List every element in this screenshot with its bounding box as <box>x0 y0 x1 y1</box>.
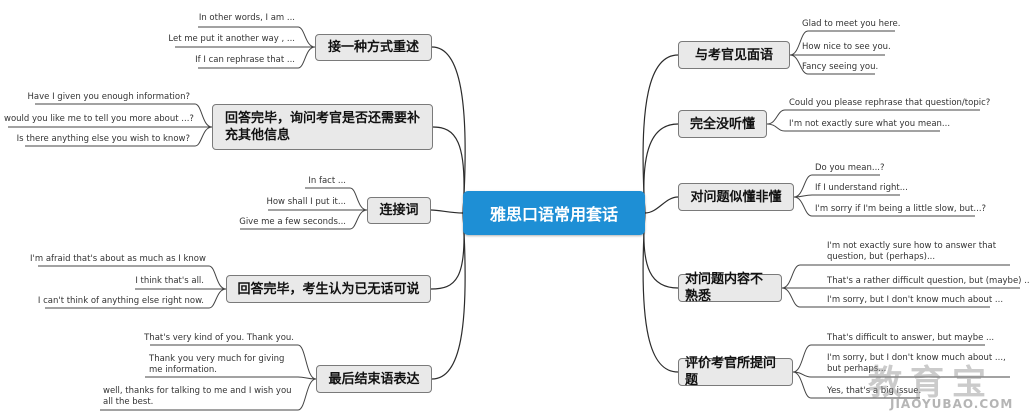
bracket-right-1 <box>789 30 895 75</box>
leaf-more-info-2: would you like me to tell you more about… <box>4 114 194 124</box>
leaf-closing-2: Thank you very much for giving me inform… <box>149 354 285 375</box>
topic-nothing-more-to-say[interactable]: 回答完毕，考生认为已无话可说 <box>226 275 431 303</box>
connector-left-1 <box>431 46 466 214</box>
connector-left-2 <box>432 126 465 214</box>
connector-right-3 <box>644 196 679 214</box>
leaf-unfamiliar-3: I'm sorry, but I don't know much about .… <box>827 295 1004 305</box>
connector-right-5 <box>642 212 679 373</box>
leaf-greeting-3: Fancy seeing you. <box>802 62 879 72</box>
topic-ask-examiner-more-info[interactable]: 回答完毕，询问考官是否还需要补充其他信息 <box>212 104 433 150</box>
leaf-connective-3: Give me a few seconds... <box>239 217 346 227</box>
connector-left-4 <box>430 212 465 290</box>
connector-right-2 <box>643 123 679 214</box>
connector-right-4 <box>643 212 679 289</box>
leaf-connective-2: How shall I put it... <box>266 197 346 207</box>
leaf-partly-3: I'm sorry if I'm being a little slow, bu… <box>815 204 987 214</box>
leaf-closing-1: That's very kind of you. Thank you. <box>144 333 294 343</box>
leaf-rephrase-2: Let me put it another way , ... <box>168 34 295 44</box>
connector-left-3 <box>430 209 464 214</box>
leaf-comment-3: Yes, that's a big issue. <box>827 386 922 396</box>
leaf-partly-2: If I understand right... <box>815 183 908 193</box>
topic-rephrase[interactable]: 接一种方式重述 <box>315 34 432 61</box>
topic-connectives[interactable]: 连接词 <box>367 197 431 224</box>
bracket-right-4 <box>781 264 1020 308</box>
bracket-left-5 <box>100 344 317 411</box>
leaf-unfamiliar-2: That's a rather difficult question, but … <box>827 276 1030 286</box>
leaf-more-info-3: Is there anything else you wish to know? <box>16 134 190 144</box>
topic-did-not-understand[interactable]: 完全没听懂 <box>678 110 767 138</box>
topic-greeting-examiner[interactable]: 与考官见面语 <box>678 41 790 69</box>
leaf-closing-3: well, thanks for talking to me and I wis… <box>103 386 292 407</box>
leaf-partly-1: Do you mean...? <box>815 163 885 173</box>
leaf-rephrase-3: If I can rephrase that ... <box>195 55 295 65</box>
central-topic[interactable]: 雅思口语常用套话 <box>463 191 645 235</box>
leaf-greeting-2: How nice to see you. <box>802 42 891 52</box>
bracket-left-1 <box>175 26 316 69</box>
leaf-greeting-1: Glad to meet you here. <box>802 19 901 29</box>
leaf-rephrase-1: In other words, I am ... <box>198 13 295 23</box>
leaf-nothing-more-2: I think that's all. <box>135 276 204 286</box>
bracket-right-5 <box>792 344 1010 399</box>
topic-closing-remarks[interactable]: 最后结束语表达 <box>316 365 432 393</box>
leaf-unfamiliar-1: I'm not exactly sure how to answer that … <box>827 241 997 262</box>
bracket-left-4 <box>38 265 227 309</box>
bracket-right-3 <box>793 174 975 217</box>
bracket-left-2 <box>8 103 213 147</box>
leaf-nothing-more-1: I'm afraid that's about as much as I kno… <box>30 254 206 264</box>
bracket-left-3 <box>240 187 368 230</box>
leaf-not-understood-2: I'm not exactly sure what you mean... <box>789 119 951 129</box>
leaf-not-understood-1: Could you please rephrase that question/… <box>789 98 991 108</box>
connector-right-1 <box>642 54 679 214</box>
topic-comment-on-question[interactable]: 评价考官所提问题 <box>678 356 793 388</box>
bracket-right-2 <box>766 109 980 132</box>
leaf-comment-2: I'm sorry, but I don't know much about .… <box>827 353 1006 374</box>
leaf-connective-1: In fact ... <box>308 176 346 186</box>
leaf-more-info-1: Have I given you enough information? <box>27 92 190 102</box>
connector-left-5 <box>431 212 466 380</box>
watermark-text: 教育宝 <box>868 363 994 403</box>
topic-unfamiliar-content[interactable]: 对问题内容不熟悉 <box>678 272 782 304</box>
leaf-comment-1: That's difficult to answer, but maybe ..… <box>827 333 995 343</box>
leaf-nothing-more-3: I can't think of anything else right now… <box>37 296 204 306</box>
watermark-url: JIAOYUBAO.COM <box>890 397 1014 411</box>
watermark-logo: 教育宝 JIAOYUBAO.COM <box>868 355 1026 417</box>
topic-partly-understood[interactable]: 对问题似懂非懂 <box>678 183 794 211</box>
